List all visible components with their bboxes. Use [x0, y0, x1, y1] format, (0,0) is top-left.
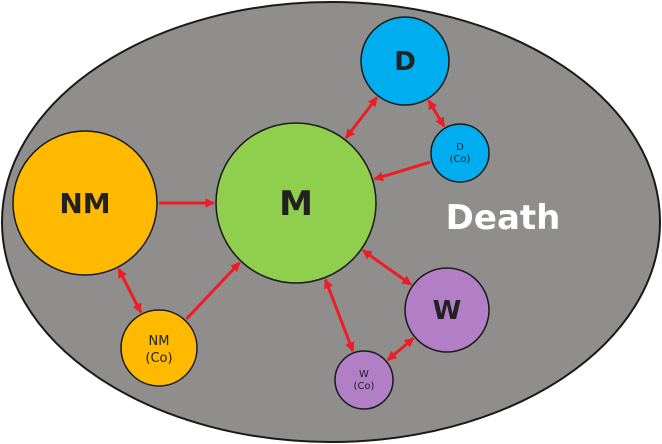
node-d-co-label-2: (Co): [450, 154, 471, 165]
edge-wco-m: [324, 278, 355, 352]
node-w-co-label-1: W: [359, 369, 369, 380]
node-w-label: W: [433, 296, 462, 326]
node-nm-co: [120, 309, 198, 387]
node-d-co-label-1: D: [456, 142, 464, 153]
node-m: [215, 122, 377, 284]
edge-dco-m: [373, 160, 431, 182]
node-nm-label: NM: [59, 187, 110, 220]
node-d-co: [430, 123, 490, 183]
death-label: Death: [446, 198, 561, 238]
node-nm: [12, 130, 158, 276]
node-d: [360, 16, 450, 106]
node-nm-co-label-2: (Co): [145, 351, 172, 366]
node-w-co: [334, 350, 394, 410]
edge-w-m: [362, 249, 412, 286]
node-nm-co-label-1: NM: [149, 334, 170, 349]
edges-group: [117, 96, 446, 362]
edge-d-dco: [427, 99, 446, 128]
edge-w-wco: [386, 337, 415, 362]
node-m-label: M: [279, 184, 313, 224]
node-w: [404, 267, 490, 353]
edge-d-m: [344, 96, 379, 139]
node-w-co-label-2: (Co): [354, 381, 375, 392]
node-d-label: D: [394, 47, 416, 77]
edge-nm-nmco: [117, 268, 143, 314]
edge-nmco-m: [185, 261, 241, 320]
